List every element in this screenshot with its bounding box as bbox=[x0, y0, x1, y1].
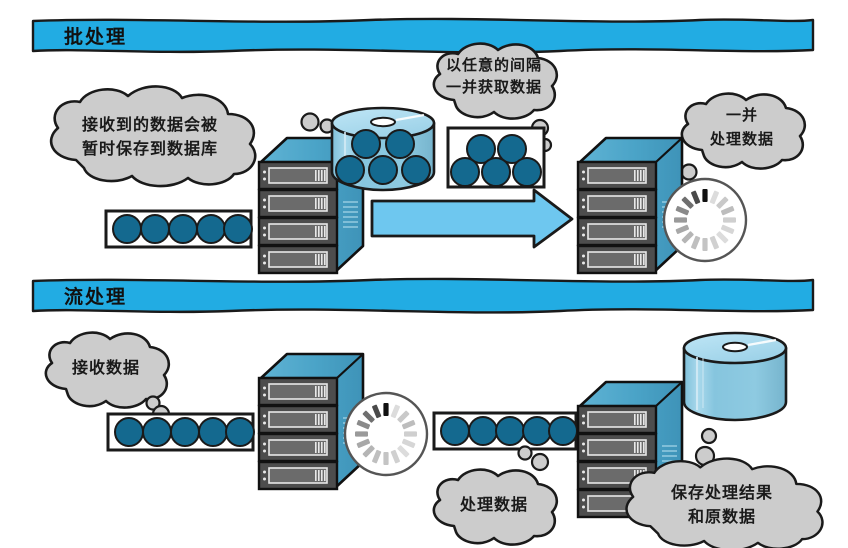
queue-item bbox=[522, 416, 552, 446]
bubble-batch-process-line1: 一并 bbox=[726, 106, 758, 124]
stream-database bbox=[682, 331, 788, 422]
batch-collected-box bbox=[446, 126, 546, 189]
bubble-stream-store: 保存处理结果 和原数据 bbox=[625, 457, 824, 548]
queue-item bbox=[170, 417, 200, 447]
batch-database bbox=[330, 106, 436, 192]
bubble-batch-receive-line1: 接收到的数据会被 bbox=[82, 115, 218, 134]
queue-item bbox=[114, 417, 144, 447]
queue-item bbox=[225, 417, 255, 447]
bubble-stream-process-tail bbox=[517, 445, 550, 472]
section-header-stream-label: 流处理 bbox=[64, 285, 127, 308]
batch-processing-spinner bbox=[662, 177, 748, 263]
bubble-batch-fetch-line2: 一并获取数据 bbox=[446, 78, 542, 96]
bubble-batch-receive-tail bbox=[300, 112, 335, 134]
queue-item bbox=[140, 214, 170, 244]
queue-item bbox=[548, 416, 578, 446]
batch-inbound-queue bbox=[104, 209, 253, 249]
section-header-batch: 批处理 bbox=[31, 17, 815, 54]
queue-item bbox=[112, 214, 142, 244]
bubble-batch-fetch-line1: 以任意的间隔 bbox=[446, 56, 542, 74]
bubble-batch-fetch: 以任意的间隔 一并获取数据 bbox=[432, 42, 559, 120]
bubble-batch-receive: 接收到的数据会被 暂时保存到数据库 bbox=[49, 85, 257, 188]
queue-item bbox=[198, 417, 228, 447]
queue-item bbox=[495, 416, 525, 446]
batch-item bbox=[466, 134, 496, 164]
bubble-batch-process: 一并 处理数据 bbox=[680, 92, 807, 170]
queue-item bbox=[168, 214, 198, 244]
queue-item bbox=[142, 417, 172, 447]
bubble-stream-process-line1: 处理数据 bbox=[459, 495, 528, 514]
batch-item bbox=[450, 157, 480, 187]
stream-processing-spinner bbox=[343, 391, 429, 477]
queue-item bbox=[196, 214, 226, 244]
batch-database-items bbox=[335, 129, 431, 185]
batch-item bbox=[481, 157, 511, 187]
section-header-stream: 流处理 bbox=[31, 277, 815, 314]
queue-item bbox=[223, 214, 253, 244]
bubble-batch-process-line2: 处理数据 bbox=[709, 130, 774, 148]
section-batch: 批处理 接收到的数据会被 暂时保存到数据库 以任意的间隔 一并获取数据 一并 处… bbox=[31, 17, 815, 275]
batch-transfer-arrow bbox=[370, 188, 574, 249]
queue-item bbox=[468, 416, 498, 446]
stream-outbound-queue bbox=[432, 411, 578, 451]
batch-item bbox=[497, 134, 527, 164]
bubble-stream-receive-line1: 接收数据 bbox=[72, 358, 140, 377]
bubble-batch-receive-line2: 暂时保存到数据库 bbox=[82, 139, 218, 158]
bubble-stream-receive: 接收数据 bbox=[44, 331, 171, 409]
bubble-stream-store-line1: 保存处理结果 bbox=[670, 483, 773, 502]
bubble-stream-process: 处理数据 bbox=[432, 468, 559, 546]
stream-inbound-queue bbox=[106, 412, 255, 452]
batch-item bbox=[512, 157, 542, 187]
section-header-batch-label: 批处理 bbox=[64, 25, 127, 48]
bubble-stream-store-line2: 和原数据 bbox=[688, 507, 756, 526]
section-stream: 流处理 接收数据 bbox=[31, 277, 824, 548]
queue-item bbox=[440, 416, 470, 446]
